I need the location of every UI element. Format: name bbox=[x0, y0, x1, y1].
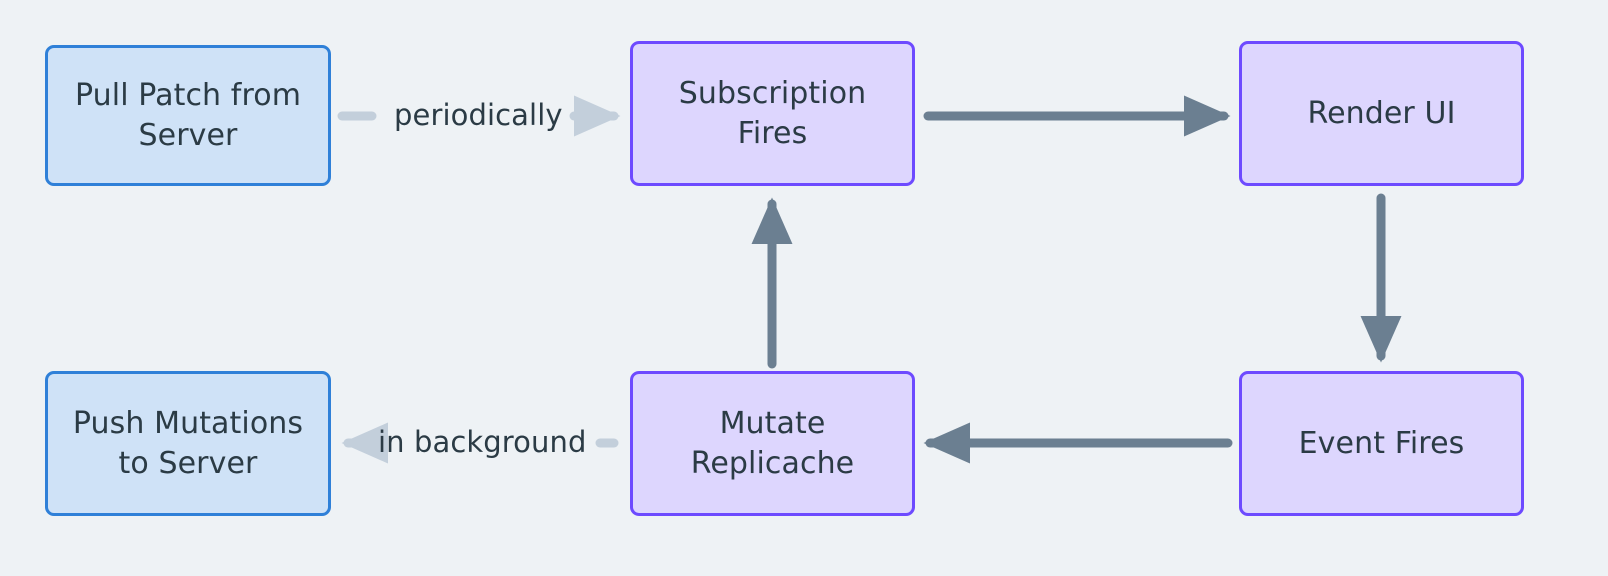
node-label: Render UI bbox=[1307, 95, 1456, 131]
node-label: Push Mutations to Server bbox=[72, 405, 304, 481]
node-push-mutations-to-server[interactable]: Push Mutations to Server bbox=[45, 371, 331, 516]
node-pull-patch-from-server[interactable]: Pull Patch from Server bbox=[45, 45, 331, 186]
node-label: Subscription Fires bbox=[678, 75, 867, 151]
node-subscription-fires[interactable]: Subscription Fires bbox=[630, 41, 915, 186]
node-label: Mutate Replicache bbox=[690, 405, 855, 481]
node-label: Pull Patch from Server bbox=[74, 77, 302, 153]
node-render-ui[interactable]: Render UI bbox=[1239, 41, 1524, 186]
edge-label-in-background: in background bbox=[378, 425, 587, 459]
node-event-fires[interactable]: Event Fires bbox=[1239, 371, 1524, 516]
node-mutate-replicache[interactable]: Mutate Replicache bbox=[630, 371, 915, 516]
node-label: Event Fires bbox=[1298, 425, 1465, 461]
edge-label-periodically: periodically bbox=[394, 98, 563, 132]
